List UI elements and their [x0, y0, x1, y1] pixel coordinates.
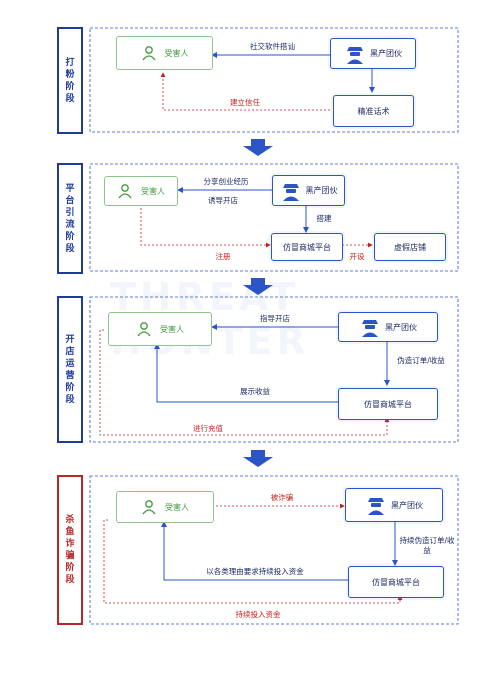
stage-transition-arrows — [243, 139, 273, 467]
stage-4-frame — [89, 475, 459, 625]
arrow-label-induce: 诱导开店 — [208, 195, 238, 205]
stage-1-label-frame — [57, 27, 83, 134]
victim-label: 受害人 — [165, 502, 189, 512]
person-icon — [142, 500, 156, 515]
person-icon — [141, 46, 156, 61]
precise-script-box: 精准话术 — [333, 95, 414, 127]
victim-label: 受害人 — [141, 186, 165, 196]
gang-label: 黑产团伙 — [391, 500, 423, 510]
stage-4-label: 杀鱼诈骗阶段 — [65, 515, 75, 585]
arrow-label-show-income: 展示收益 — [240, 386, 270, 396]
gang-box-1: 黑产团伙 — [330, 38, 416, 69]
stage-3-frame — [89, 296, 459, 443]
fake-shop-box: 虚假店铺 — [374, 233, 446, 261]
stage-1-frame — [89, 27, 459, 133]
arrow-label-keep-fake: 持续伪造订单/收益 — [399, 536, 455, 555]
victim-box-1: 受害人 — [116, 36, 213, 70]
arrow-label-share: 分享创业经历 — [203, 176, 249, 186]
arrow-label-trust: 建立信任 — [230, 97, 260, 107]
victim-box-4: 受害人 — [116, 491, 214, 523]
arrow-label-demand: 以各类理由要求持续投入资金 — [206, 566, 304, 576]
gang-label: 黑产团伙 — [385, 322, 417, 332]
victim-label: 受害人 — [160, 324, 184, 334]
fake-mall-box-3: 仿冒商城平台 — [338, 388, 438, 420]
gang-label: 黑产团伙 — [370, 49, 402, 58]
stage-2-label: 平台引流阶段 — [65, 183, 75, 254]
arrow-label-fake-orders: 伪造订单/收益 — [397, 355, 445, 365]
arrow-label-scammed: 被诈骗 — [270, 492, 294, 502]
gang-box-3: 黑产团伙 — [338, 312, 438, 342]
fake-mall-box-2: 仿冒商城平台 — [271, 233, 343, 261]
hacker-icon — [282, 183, 299, 201]
stage-1-label: 打粉阶段 — [65, 57, 75, 104]
stage-3-label: 开店运营阶段 — [65, 334, 75, 405]
arrow-label-build: 搭建 — [316, 213, 332, 223]
stage-2-frame — [89, 163, 459, 272]
arrow-label-open: 开设 — [349, 251, 365, 261]
arrow-label-social: 社交软件搭讪 — [250, 41, 295, 51]
stage-3-label-frame — [57, 296, 83, 443]
arrow-label-register: 注册 — [215, 251, 231, 261]
victim-box-3: 受害人 — [108, 312, 212, 346]
arrow-label-guide: 指导开店 — [260, 313, 290, 323]
fake-mall-box-4: 仿冒商城平台 — [348, 566, 444, 598]
person-icon — [118, 184, 132, 199]
victim-label: 受害人 — [164, 48, 189, 58]
hacker-icon — [347, 46, 363, 64]
arrow-label-recharge: 进行充值 — [193, 423, 223, 433]
gang-box-4: 黑产团伙 — [345, 488, 443, 522]
arrow-label-keep-invest: 持续投入资金 — [235, 609, 281, 619]
victim-box-2: 受害人 — [104, 176, 178, 206]
person-icon — [137, 322, 151, 337]
stage-2-label-frame — [57, 163, 83, 274]
hacker-icon — [368, 498, 384, 515]
hacker-icon — [362, 320, 378, 337]
gang-label: 黑产团伙 — [305, 186, 338, 195]
gang-box-2: 黑产团伙 — [272, 175, 345, 206]
stage-4-label-frame — [57, 475, 83, 625]
